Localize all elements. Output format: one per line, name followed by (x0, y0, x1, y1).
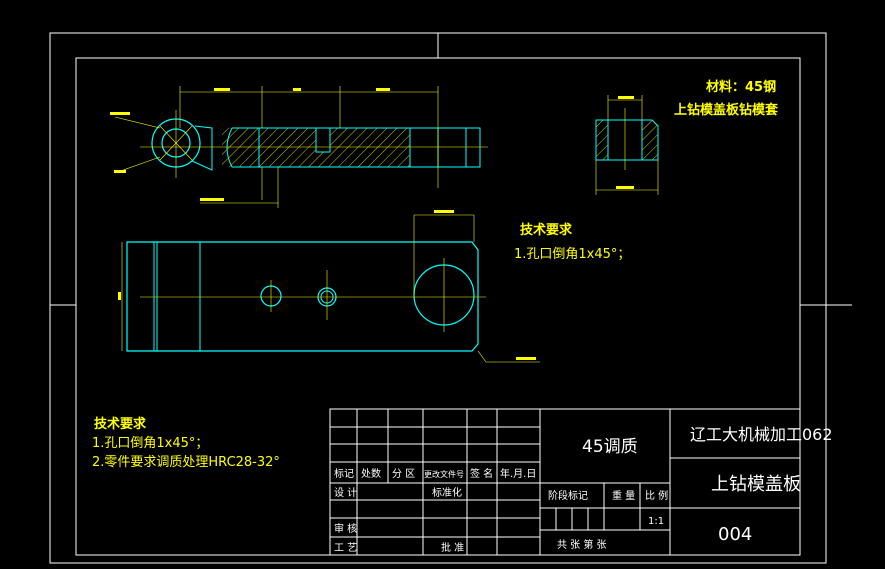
tb-scale-value: 1:1 (648, 516, 664, 527)
tb-row-shenhe: 审 核 (334, 522, 357, 535)
tech-req-bottom-title: 技术要求 (94, 416, 147, 432)
bushing-view (595, 95, 659, 195)
material-line2: 上钻模盖板钻模套 (674, 102, 779, 118)
tb-row-biaozhunhua: 标准化 (432, 486, 462, 499)
plan-view (118, 210, 540, 363)
tb-hdr-chushu: 处数 (361, 467, 381, 480)
slot-cut (315, 127, 331, 153)
tb-sheet-label: 共 张 第 张 (557, 538, 607, 551)
tb-hdr-fenqu: 分 区 (392, 468, 415, 480)
tb-drawing-no: 004 (718, 524, 752, 545)
tb-row-pizhun: 批 准 (441, 541, 464, 554)
tech-req-bottom-item2: 2.零件要求调质处理HRC28-32° (92, 455, 280, 470)
title-block (329, 408, 801, 556)
tb-hdr-date: 年.月.日 (500, 467, 536, 480)
tech-req-middle-title: 技术要求 (520, 222, 573, 238)
tb-hdr-biaoji: 标记 (334, 468, 354, 480)
tb-stage-label: 阶段标记 (548, 489, 588, 502)
tb-hdr-qianming: 签 名 (470, 467, 493, 480)
material-line1: 材料：45钢 (706, 79, 776, 95)
tb-scale-label: 比 例 (645, 489, 668, 502)
tb-weight-label: 重 量 (612, 489, 635, 502)
tb-part-name: 上钻模盖板 (711, 474, 801, 495)
tb-hdr-gengai: 更改文件号 (424, 469, 464, 479)
tb-row-gongyi: 工 艺 (334, 542, 357, 554)
tb-row-sheji: 设 计 (334, 486, 357, 499)
tb-heat-treatment: 45调质 (582, 437, 638, 457)
tech-req-middle-item1: 1.孔口倒角1x45°； (514, 247, 630, 262)
section-view (110, 86, 488, 208)
tb-school: 辽工大机械加工062 (690, 425, 833, 444)
centering-marks (50, 33, 852, 306)
tech-req-bottom-item1: 1.孔口倒角1x45°； (92, 436, 208, 451)
